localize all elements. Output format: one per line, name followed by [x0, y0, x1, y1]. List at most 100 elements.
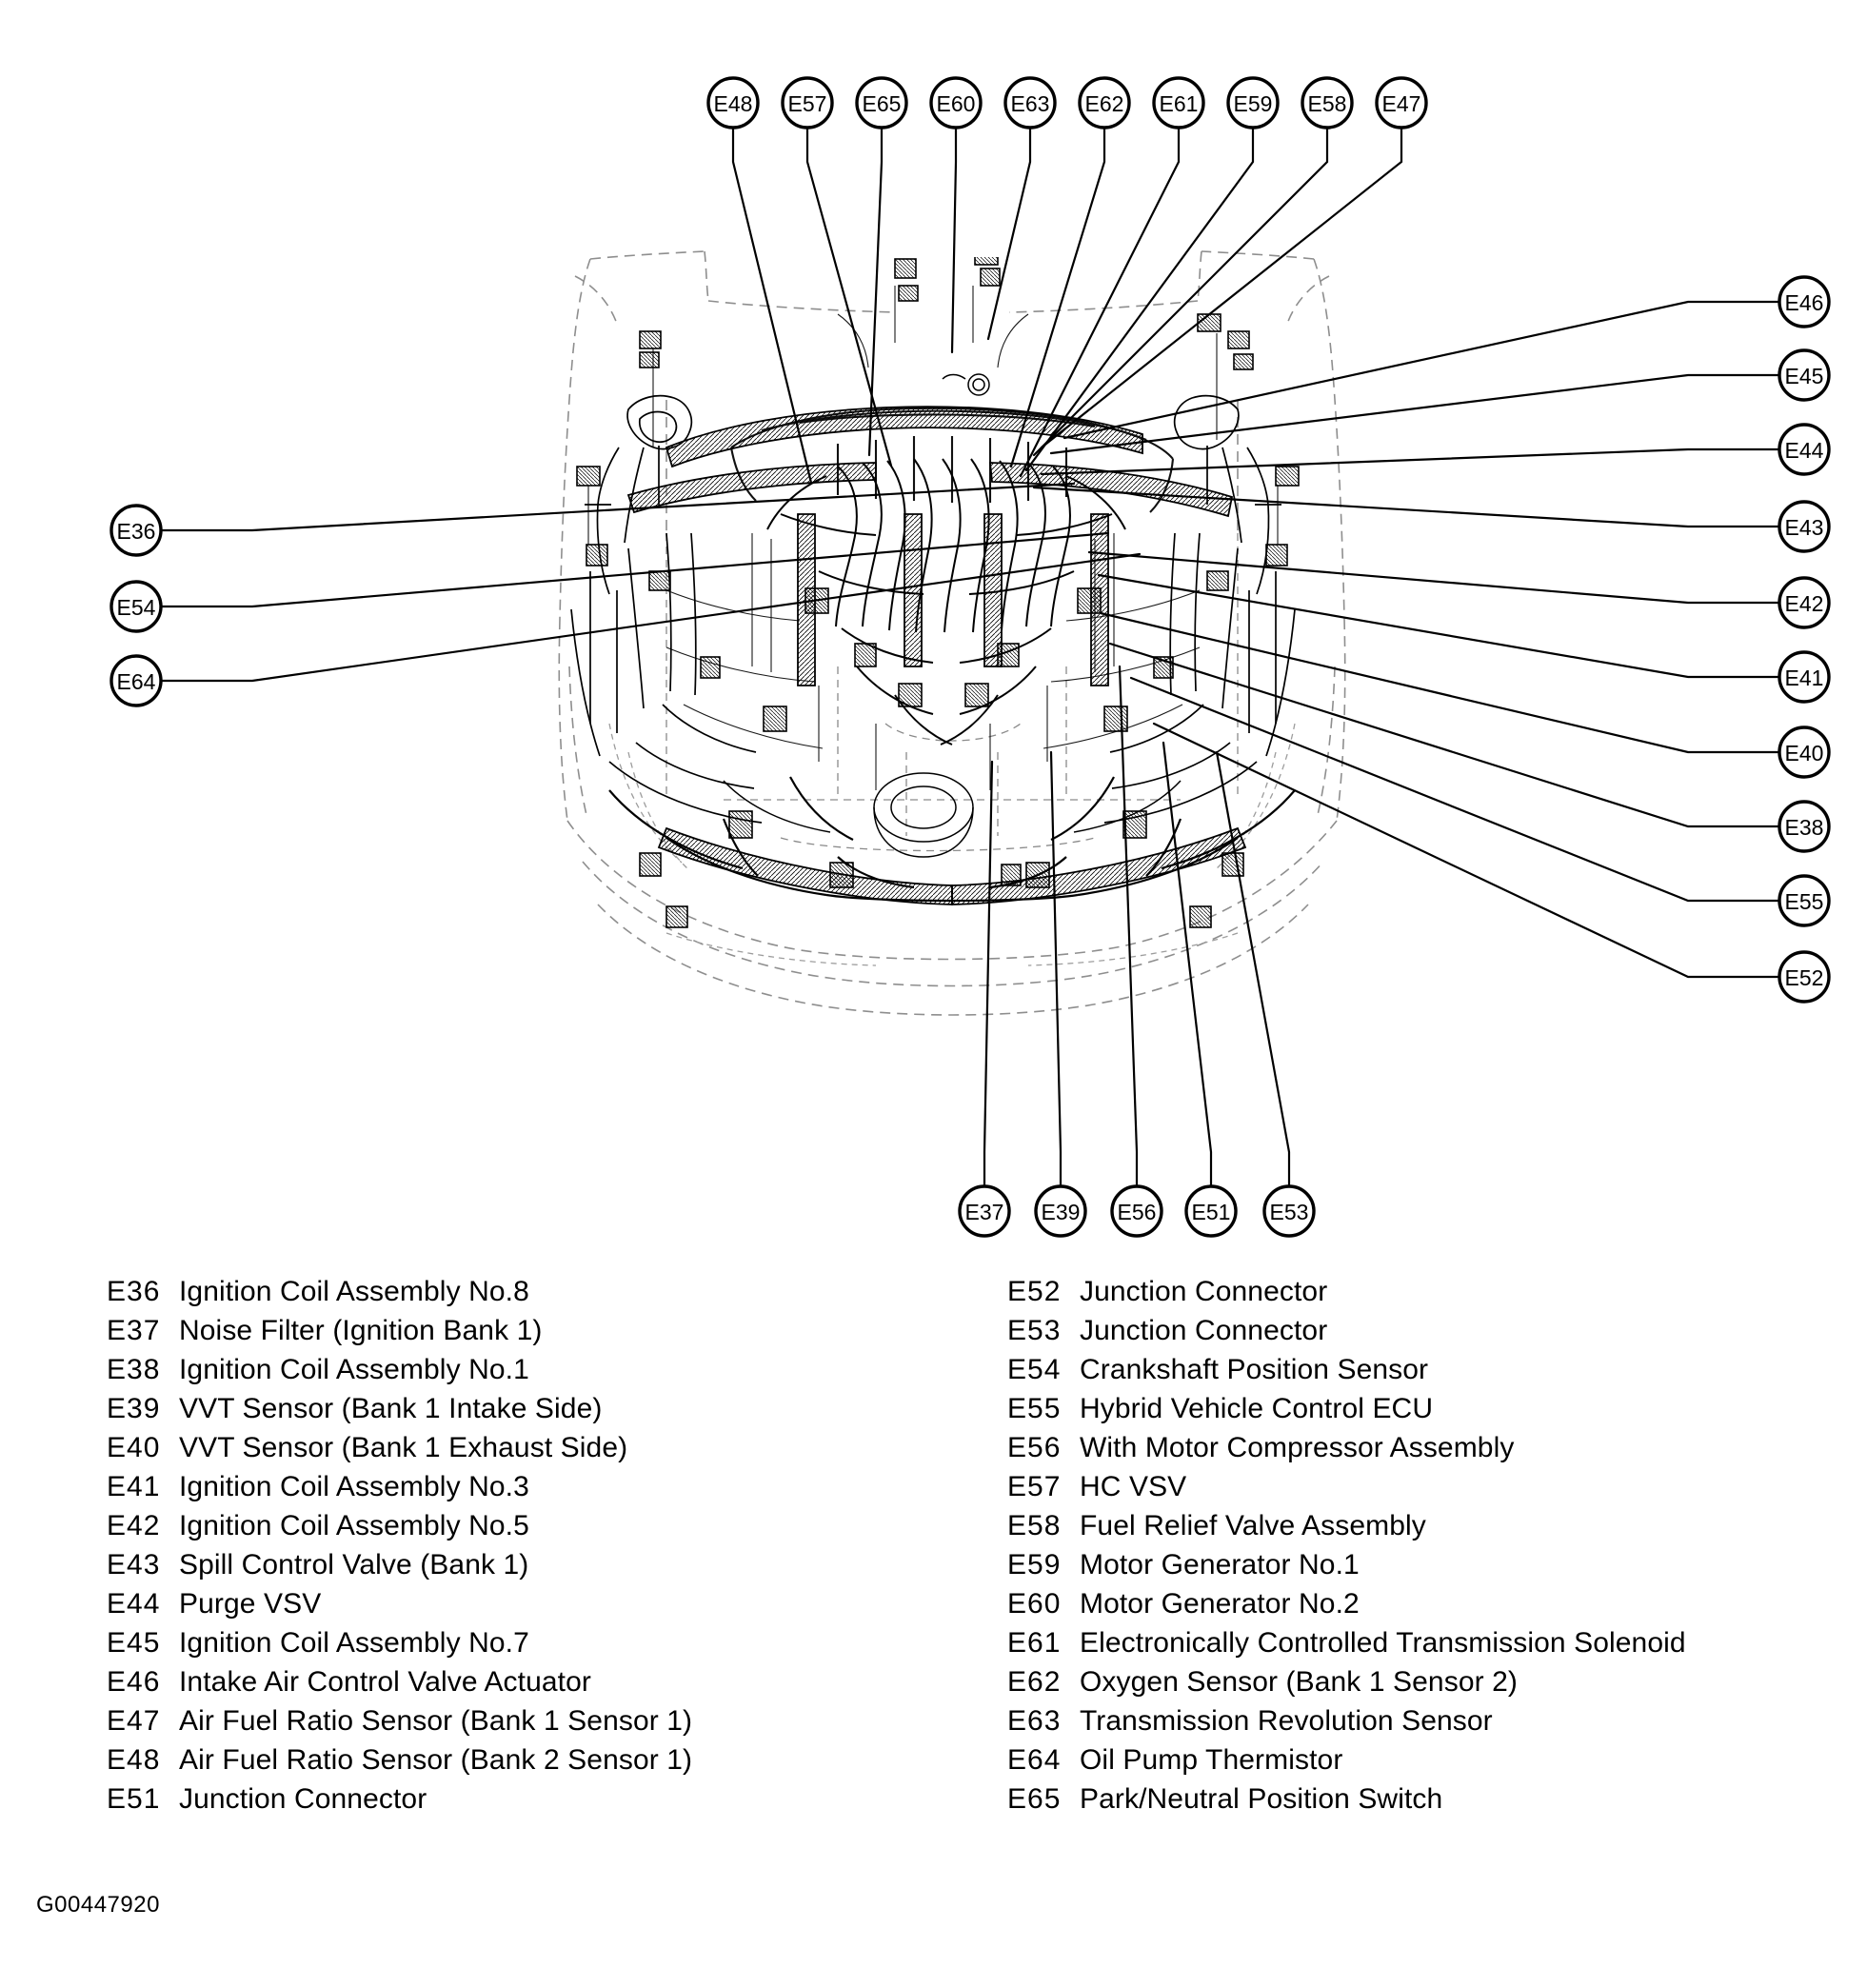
callout-bubble-e36[interactable]: E36 — [109, 504, 163, 557]
legend-code: E36 — [107, 1276, 161, 1307]
leader-line-e63 — [986, 126, 1032, 341]
bubble-outline — [1778, 576, 1831, 629]
central-wiring-bundle — [766, 458, 1126, 746]
bubble-label: E65 — [863, 91, 902, 116]
legend-row: E57 HC VSV — [1007, 1467, 1845, 1506]
callout-bubble-e38[interactable]: E38 — [1778, 800, 1831, 853]
bubble-label: E55 — [1785, 889, 1824, 914]
leader-line-e56 — [1118, 665, 1139, 1188]
bubble-label: E47 — [1382, 91, 1421, 116]
bubble-label: E44 — [1785, 438, 1824, 463]
callout-bubble-e45[interactable]: E45 — [1778, 348, 1831, 402]
legend-code: E46 — [107, 1666, 161, 1698]
callout-bubble-e65[interactable]: E65 — [855, 76, 908, 129]
legend-code: E64 — [1007, 1744, 1062, 1776]
bubble-label: E53 — [1270, 1200, 1309, 1224]
legend-description: Spill Control Valve (Bank 1) — [179, 1549, 529, 1580]
legend-code: E54 — [1007, 1354, 1062, 1385]
legend-code: E43 — [107, 1549, 161, 1580]
callout-bubble-e41[interactable]: E41 — [1778, 650, 1831, 704]
bubble-label: E59 — [1234, 91, 1273, 116]
callout-bubble-e48[interactable]: E48 — [706, 76, 760, 129]
legend-row: E62 Oxygen Sensor (Bank 1 Sensor 2) — [1007, 1662, 1845, 1701]
bubble-outline — [109, 654, 163, 707]
legend-code: E55 — [1007, 1393, 1062, 1424]
bubble-label: E56 — [1118, 1200, 1157, 1224]
leader-line-e47 — [1040, 126, 1403, 449]
callout-bubble-e47[interactable]: E47 — [1375, 76, 1428, 129]
legend-code: E57 — [1007, 1471, 1062, 1502]
callout-bubble-e42[interactable]: E42 — [1778, 576, 1831, 629]
legend-description: Oxygen Sensor (Bank 1 Sensor 2) — [1080, 1666, 1518, 1698]
callout-bubble-e52[interactable]: E52 — [1778, 950, 1831, 1004]
callout-bubble-e51[interactable]: E51 — [1184, 1184, 1238, 1238]
leader-line-e60 — [950, 126, 958, 354]
bubble-label: E58 — [1308, 91, 1347, 116]
callout-bubble-e64[interactable]: E64 — [109, 654, 163, 707]
callout-bubble-e46[interactable]: E46 — [1778, 275, 1831, 328]
callout-bubble-e59[interactable]: E59 — [1226, 76, 1280, 129]
bubble-outline — [929, 76, 983, 129]
bubble-outline — [1152, 76, 1205, 129]
callout-bubble-e63[interactable]: E63 — [1003, 76, 1057, 129]
lower-harness-routing — [608, 776, 1296, 903]
legend-code: E40 — [107, 1432, 161, 1463]
bubble-label: E54 — [117, 595, 156, 620]
leader-lines — [159, 126, 1781, 1188]
legend-code: E62 — [1007, 1666, 1062, 1698]
callout-bubble-e53[interactable]: E53 — [1262, 1184, 1316, 1238]
bubble-outline — [1034, 1184, 1087, 1238]
callout-bubble-e44[interactable]: E44 — [1778, 423, 1831, 476]
callout-bubble-e60[interactable]: E60 — [929, 76, 983, 129]
legend-code: E51 — [107, 1783, 161, 1815]
leader-line-e53 — [1215, 750, 1291, 1188]
callout-bubble-e55[interactable]: E55 — [1778, 874, 1831, 927]
connector-blocks — [576, 257, 1300, 928]
callout-bubble-e43[interactable]: E43 — [1778, 500, 1831, 553]
legend-code: E47 — [107, 1705, 161, 1737]
bubble-outline — [1778, 275, 1831, 328]
callout-bubble-e58[interactable]: E58 — [1301, 76, 1354, 129]
bubble-label: E48 — [714, 91, 753, 116]
leader-line-e46 — [1063, 300, 1781, 440]
bubble-outline — [1110, 1184, 1163, 1238]
legend-description: Purge VSV — [179, 1588, 322, 1620]
callout-bubble-e62[interactable]: E62 — [1078, 76, 1131, 129]
legend-description: HC VSV — [1080, 1471, 1187, 1502]
legend-code: E65 — [1007, 1783, 1062, 1815]
bubble-outline — [1778, 348, 1831, 402]
legend-code: E59 — [1007, 1549, 1062, 1580]
callout-bubble-e39[interactable]: E39 — [1034, 1184, 1087, 1238]
bubble-outline — [1184, 1184, 1238, 1238]
leader-line-e57 — [805, 126, 893, 467]
callout-bubble-e61[interactable]: E61 — [1152, 76, 1205, 129]
bubble-label: E39 — [1042, 1200, 1081, 1224]
bubble-label: E64 — [117, 669, 156, 694]
legend-code: E53 — [1007, 1315, 1062, 1346]
bubble-outline — [1226, 76, 1280, 129]
callout-bubble-e40[interactable]: E40 — [1778, 726, 1831, 779]
bubble-label: E40 — [1785, 741, 1824, 765]
callout-bubble-e57[interactable]: E57 — [781, 76, 834, 129]
bubble-outline — [109, 504, 163, 557]
callout-bubble-e56[interactable]: E56 — [1110, 1184, 1163, 1238]
bubble-label: E42 — [1785, 591, 1824, 616]
callout-bubble-e54[interactable]: E54 — [109, 580, 163, 633]
bubble-outline — [1003, 76, 1057, 129]
legend-description: Fuel Relief Valve Assembly — [1080, 1510, 1426, 1541]
legend-code: E45 — [107, 1627, 161, 1659]
callout-bubble-e37[interactable]: E37 — [958, 1184, 1011, 1238]
legend-description: Junction Connector — [1080, 1276, 1328, 1307]
